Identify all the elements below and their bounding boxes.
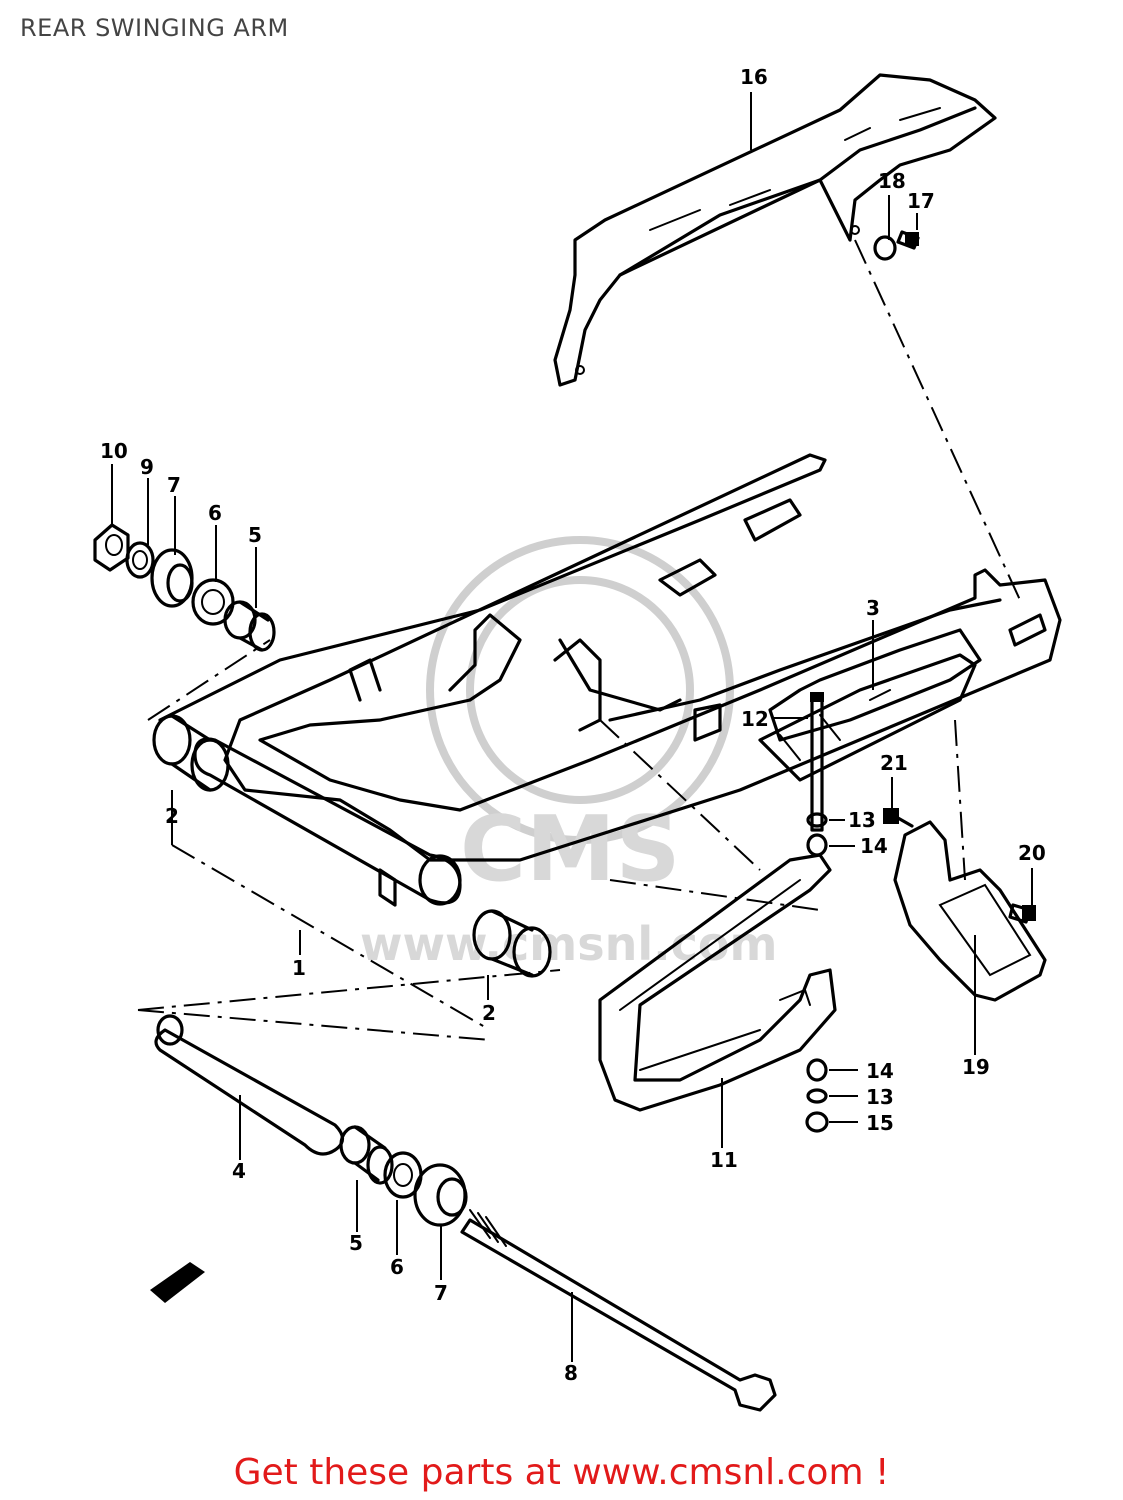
bolt-part-17[interactable] [896,230,920,250]
washer-part-13a[interactable] [806,812,828,828]
callout-6-top: 6 [208,501,222,525]
callout-1: 1 [292,956,306,980]
nut-part-15[interactable] [805,1111,829,1133]
washer-part-13b[interactable] [806,1088,828,1104]
chain-guide-part-11[interactable] [598,853,837,1112]
callout-7-top: 7 [167,473,181,497]
spacer-part-5b[interactable] [339,1125,394,1185]
callout-5-bottom: 5 [349,1231,363,1255]
swing-arm-part-1[interactable] [158,453,1062,907]
callout-12: 12 [741,707,769,731]
bearing-part-2a[interactable] [152,714,230,792]
callout-10: 10 [100,439,128,463]
callout-2-right: 2 [482,1001,496,1025]
callout-6-bottom: 6 [390,1255,404,1279]
watermark: CMS www.cmsnl.com [360,536,777,971]
callout-14-top: 14 [860,834,888,858]
page-title: REAR SWINGING ARM [20,14,289,42]
pivot-bolt-part-8[interactable] [460,1209,777,1412]
bolt-part-12[interactable] [810,692,824,832]
washer-part-9a[interactable] [125,541,155,579]
callout-16: 16 [740,65,768,89]
collar-part-14a[interactable] [806,833,828,857]
footer-link[interactable]: Get these parts at www.cmsnl.com ! [233,1452,890,1493]
callout-7-bottom: 7 [434,1281,448,1305]
callout-13-top: 13 [848,808,876,832]
washer-part-18[interactable] [873,235,897,261]
front-arrow-icon [150,1262,205,1303]
callout-2-left: 2 [165,804,179,828]
washer-part-6a[interactable] [191,578,235,626]
watermark-url: www.cmsnl.com [360,917,777,971]
callout-3: 3 [866,596,880,620]
callout-21: 21 [880,751,908,775]
pivot-tube-part-4[interactable] [154,1014,345,1156]
callout-5-top: 5 [248,523,262,547]
chain-guard-part-19[interactable] [893,820,1047,1002]
bolt-part-20[interactable] [1008,903,1036,924]
callout-14-bottom: 14 [866,1059,894,1083]
decal-part-3[interactable] [758,653,977,782]
chain-case-part-16[interactable] [553,73,997,387]
spacer-part-5a[interactable] [223,600,276,652]
seal-part-7b[interactable] [413,1163,468,1227]
collar-part-14b[interactable] [806,1058,828,1082]
watermark-logo: CMS [460,797,680,902]
callout-9: 9 [140,455,154,479]
callout-17: 17 [907,189,935,213]
callout-labels: 16 18 17 10 9 7 6 5 3 12 21 13 14 20 2 1… [100,65,1046,1385]
callout-20: 20 [1018,841,1046,865]
callout-18: 18 [878,169,906,193]
seal-part-7a[interactable] [150,548,194,608]
callout-15: 15 [866,1111,894,1135]
callout-8: 8 [564,1361,578,1385]
callout-13-bottom: 13 [866,1085,894,1109]
bolt-part-21[interactable] [883,808,914,828]
callout-4: 4 [232,1159,246,1183]
nut-part-10[interactable] [93,523,130,572]
callout-19: 19 [962,1055,990,1079]
centerlines [137,239,1021,1041]
callout-11: 11 [710,1148,738,1172]
leader-lines [111,92,1033,1362]
